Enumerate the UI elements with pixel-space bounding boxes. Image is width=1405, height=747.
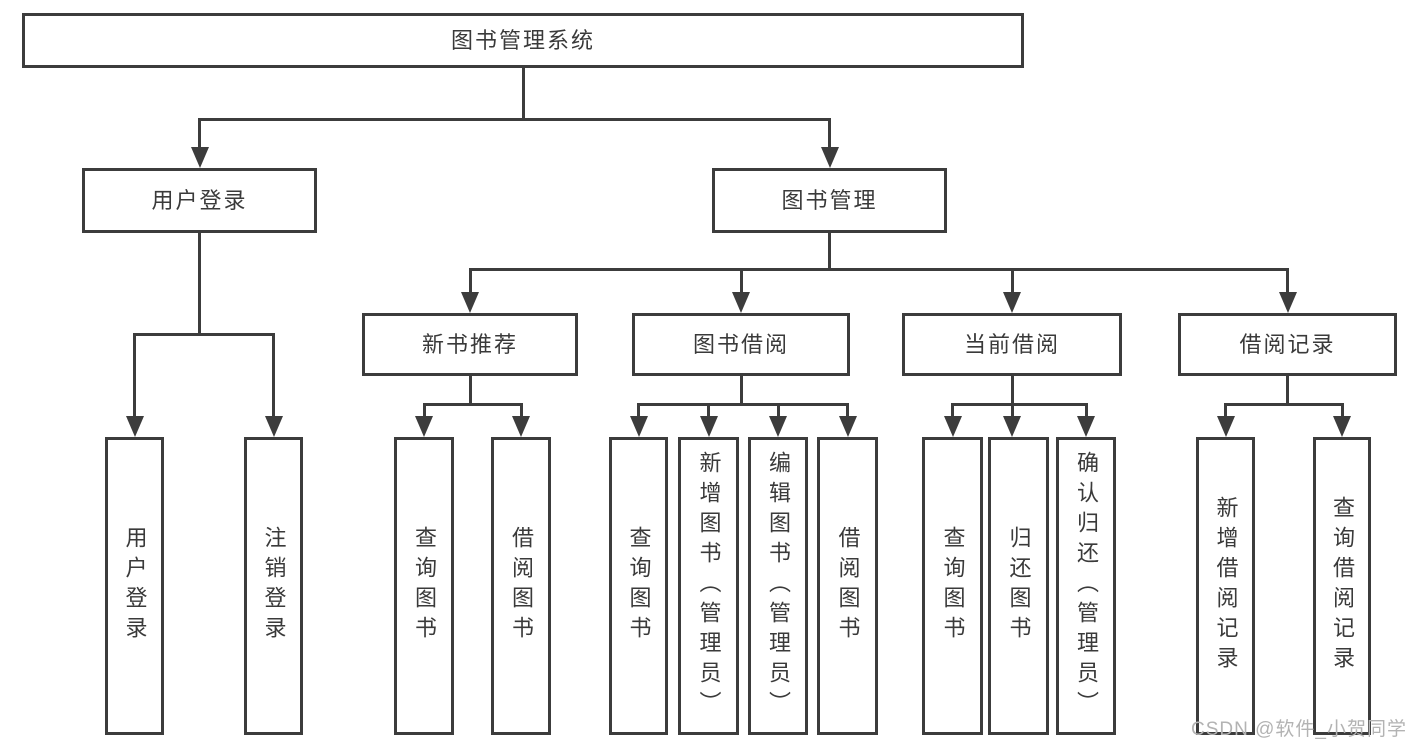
connector-level3-rail [468,268,1289,271]
arrow-cb-search-book [943,416,962,437]
connector-borrow-records-stem [1286,268,1289,294]
leaf-cb-search-book: 查询图书 [922,437,983,735]
connector-bb-edit-stem [776,403,780,418]
arrow-nb-borrow-book [512,416,530,437]
connector-borrow-records-rail [1224,403,1343,406]
arrow-user-login [190,147,209,168]
node-root: 图书管理系统 [22,13,1024,68]
connector-bb-search-stem [637,403,640,418]
arrow-bb-borrow-book [838,416,857,437]
arrow-bb-add-book [699,416,718,437]
leaf-nb-borrow-book: 借阅图书 [491,437,551,735]
arrow-br-search-record [1333,416,1351,437]
connector-bb-borrow-stem [846,403,849,418]
connector-new-book-stem [468,268,472,294]
arrow-br-add-record [1216,416,1235,437]
leaf-logout: 注销登录 [244,437,303,735]
connector-book-management-stem [828,118,831,150]
node-current-borrow: 当前借阅 [902,313,1122,376]
arrow-new-book-recommend [461,292,479,313]
connector-book-borrow-stem [739,268,743,294]
connector-cb-search-stem [951,403,954,418]
leaf-bb-add-book: 新增图书（管理员） [678,437,739,735]
connector-cb-confirm-stem [1084,403,1088,418]
leaf-br-add-record: 新增借阅记录 [1196,437,1255,735]
arrow-book-borrow [732,292,750,313]
node-user-login: 用户登录 [82,168,317,233]
connector-user-login-stem [198,118,201,150]
connector-current-borrow-rail [951,403,1088,406]
node-new-book-recommend: 新书推荐 [362,313,578,376]
connector-cb-return-stem [1010,403,1014,418]
connector-user-login-down [198,233,201,335]
connector-root-stem [521,68,525,120]
connector-current-borrow-down [1010,376,1014,405]
arrow-bb-edit-book [769,416,787,437]
connector-user-login-rail [133,333,275,336]
connector-leaf-logout-stem [272,333,275,418]
arrow-bb-search-book [629,416,648,437]
connector-nb-search-stem [422,403,426,418]
leaf-user-login: 用户登录 [105,437,164,735]
leaf-cb-confirm-return: 确认归还（管理员） [1056,437,1116,735]
connector-br-add-stem [1224,403,1227,418]
node-borrow-records: 借阅记录 [1178,313,1397,376]
connector-current-borrow-stem [1010,268,1014,294]
connector-new-book-rail [422,403,523,406]
connector-book-management-down [828,233,831,270]
leaf-bb-edit-book: 编辑图书（管理员） [748,437,808,735]
arrow-cb-confirm-return [1077,416,1095,437]
connector-bb-add-stem [707,403,710,418]
arrow-current-borrow [1003,292,1021,313]
leaf-nb-search-book: 查询图书 [394,437,454,735]
connector-nb-borrow-stem [519,403,523,418]
connector-borrow-records-down [1286,376,1289,405]
arrow-borrow-records [1278,292,1297,313]
connector-leaf-user-login-stem [133,333,136,418]
leaf-bb-search-book: 查询图书 [609,437,668,735]
arrow-book-management [820,147,839,168]
connector-book-borrow-down [739,376,743,405]
arrow-cb-return-book [1003,416,1021,437]
csdn-watermark: CSDN @软件_小贺同学 [1191,719,1405,740]
node-book-management: 图书管理 [712,168,947,233]
connector-new-book-down [468,376,472,405]
arrow-leaf-logout [264,416,283,437]
connector-root-rail [198,118,831,121]
connector-br-search-stem [1340,403,1344,418]
leaf-cb-return-book: 归还图书 [988,437,1049,735]
node-book-borrow: 图书借阅 [632,313,850,376]
connector-book-borrow-rail [637,403,849,406]
leaf-br-search-record: 查询借阅记录 [1313,437,1371,735]
leaf-bb-borrow-book: 借阅图书 [817,437,878,735]
arrow-nb-search-book [415,416,433,437]
arrow-leaf-user-login [125,416,144,437]
